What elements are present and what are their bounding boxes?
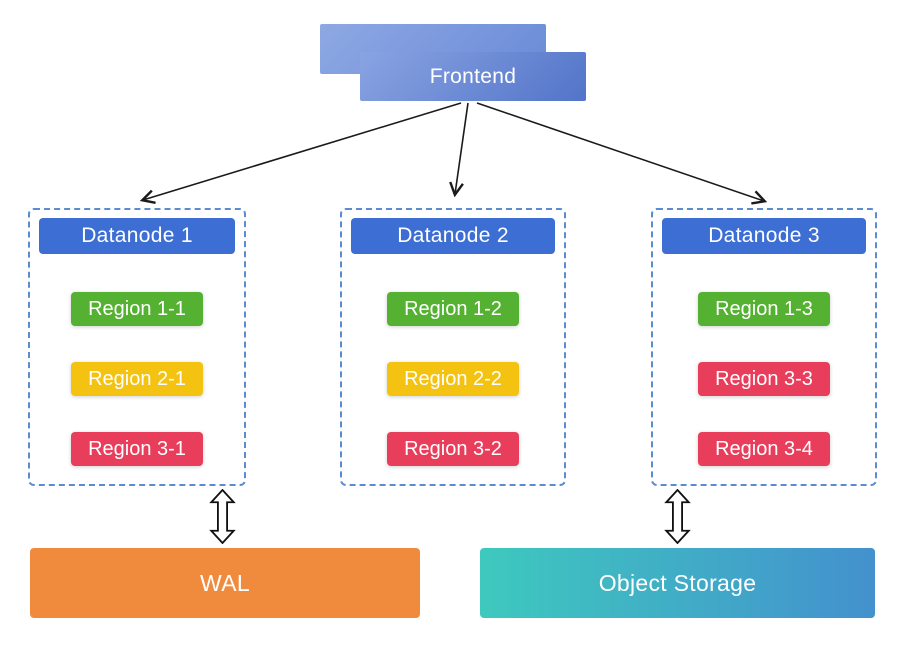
datanode-3-header: Datanode 3 [662,218,866,254]
frontend-label: Frontend [429,64,517,88]
datanode-3-title: Datanode 3 [708,224,820,247]
datanode-1-container: Datanode 1 Region 1-1 Region 2-1 Region … [28,208,246,486]
datanode-2-container: Datanode 2 Region 1-2 Region 2-2 Region … [340,208,566,486]
object-storage-node: Object Storage [480,548,875,618]
arrow-frontend-to-datanode-3 [476,102,764,201]
datanode-2-title: Datanode 2 [397,224,509,247]
region-pill: Region 1-2 [387,292,519,326]
bidirectional-arrow-object-storage-icon [664,488,691,545]
wal-label: WAL [200,569,250,596]
region-pill: Region 2-2 [387,362,519,396]
region-pill: Region 3-1 [71,432,203,466]
datanode-2-header: Datanode 2 [351,218,555,254]
arrow-frontend-to-datanode-2 [455,102,469,194]
region-pill: Region 2-1 [71,362,203,396]
region-pill: Region 1-1 [71,292,203,326]
region-pill: Region 3-3 [698,362,830,396]
wal-node: WAL [30,548,420,618]
object-storage-label: Object Storage [598,569,757,596]
region-pill: Region 3-2 [387,432,519,466]
datanode-3-container: Datanode 3 Region 1-3 Region 3-3 Region … [651,208,877,486]
bidirectional-arrow-wal-icon [209,488,236,545]
arrow-frontend-to-datanode-1 [143,102,462,200]
region-pill: Region 1-3 [698,292,830,326]
frontend-node: Frontend [360,52,586,101]
datanode-1-header: Datanode 1 [39,218,235,254]
datanode-1-title: Datanode 1 [81,224,193,247]
region-pill: Region 3-4 [698,432,830,466]
